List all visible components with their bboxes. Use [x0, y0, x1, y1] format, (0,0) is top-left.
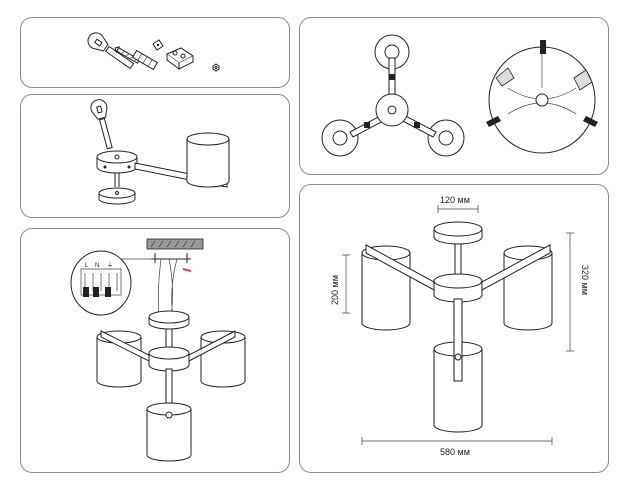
- shade-left-disc: [321, 119, 359, 157]
- dimension-shade-height: 200 мм: [330, 254, 350, 314]
- panel-installation: L N ⏚: [20, 228, 290, 473]
- hub: [375, 93, 409, 127]
- panel-tools: [20, 17, 290, 88]
- shade: [186, 132, 230, 188]
- top-view-illustration: [321, 34, 598, 157]
- dimension-top-width-label: 120 мм: [440, 195, 470, 205]
- wire-red-mark: [182, 268, 192, 272]
- shade-right: [503, 245, 553, 331]
- arm-mount-illustration: [90, 99, 230, 205]
- dimension-shade-height-label: 200 мм: [330, 275, 340, 305]
- panel-top-view: [299, 17, 609, 175]
- dimension-total-height-label: 320 мм: [580, 265, 590, 295]
- installation-illustration: L N ⏚: [70, 238, 246, 462]
- hub: [433, 273, 483, 303]
- dimension-total-height: 320 мм: [566, 232, 590, 352]
- hub: [148, 346, 190, 372]
- wiring-label-n: N: [95, 263, 99, 269]
- arm-front: [453, 298, 463, 382]
- terminal-block-icon: [166, 47, 194, 70]
- detail-magnifier: [486, 40, 598, 154]
- shade-front: [146, 402, 192, 462]
- screw-icon: [364, 74, 420, 128]
- shade-right-disc: [427, 119, 465, 157]
- wrench-icon: [87, 32, 135, 70]
- dimension-top-width: 120 мм: [437, 195, 479, 213]
- panel-dimensions: 120 мм 200 мм 320 мм 580 мм: [299, 184, 609, 473]
- wiring-label-l: L: [85, 263, 89, 269]
- shade-left: [96, 330, 142, 388]
- wrench-icon: [90, 99, 113, 150]
- cap-icon: [152, 39, 164, 51]
- dimension-total-width: 580 мм: [361, 437, 553, 457]
- panel-arm-mount: [20, 94, 290, 218]
- nut-icon: [212, 63, 220, 72]
- ceiling: [146, 238, 204, 250]
- wiring-inset: L N ⏚: [70, 250, 132, 316]
- wiring-label-ground: ⏚: [107, 262, 113, 269]
- mounting-bracket: [151, 253, 191, 263]
- tools-illustration: [87, 32, 220, 72]
- screw-icon: [114, 46, 141, 64]
- fixture-canopy: [148, 310, 190, 330]
- supply-wires: [157, 258, 178, 318]
- dowel-icon: [131, 49, 159, 71]
- hub: [96, 150, 138, 205]
- ceiling-canopy: [433, 221, 483, 245]
- dimension-total-width-label: 580 мм: [440, 447, 470, 457]
- dimensions-illustration: 120 мм 200 мм 320 мм 580 мм: [330, 195, 590, 457]
